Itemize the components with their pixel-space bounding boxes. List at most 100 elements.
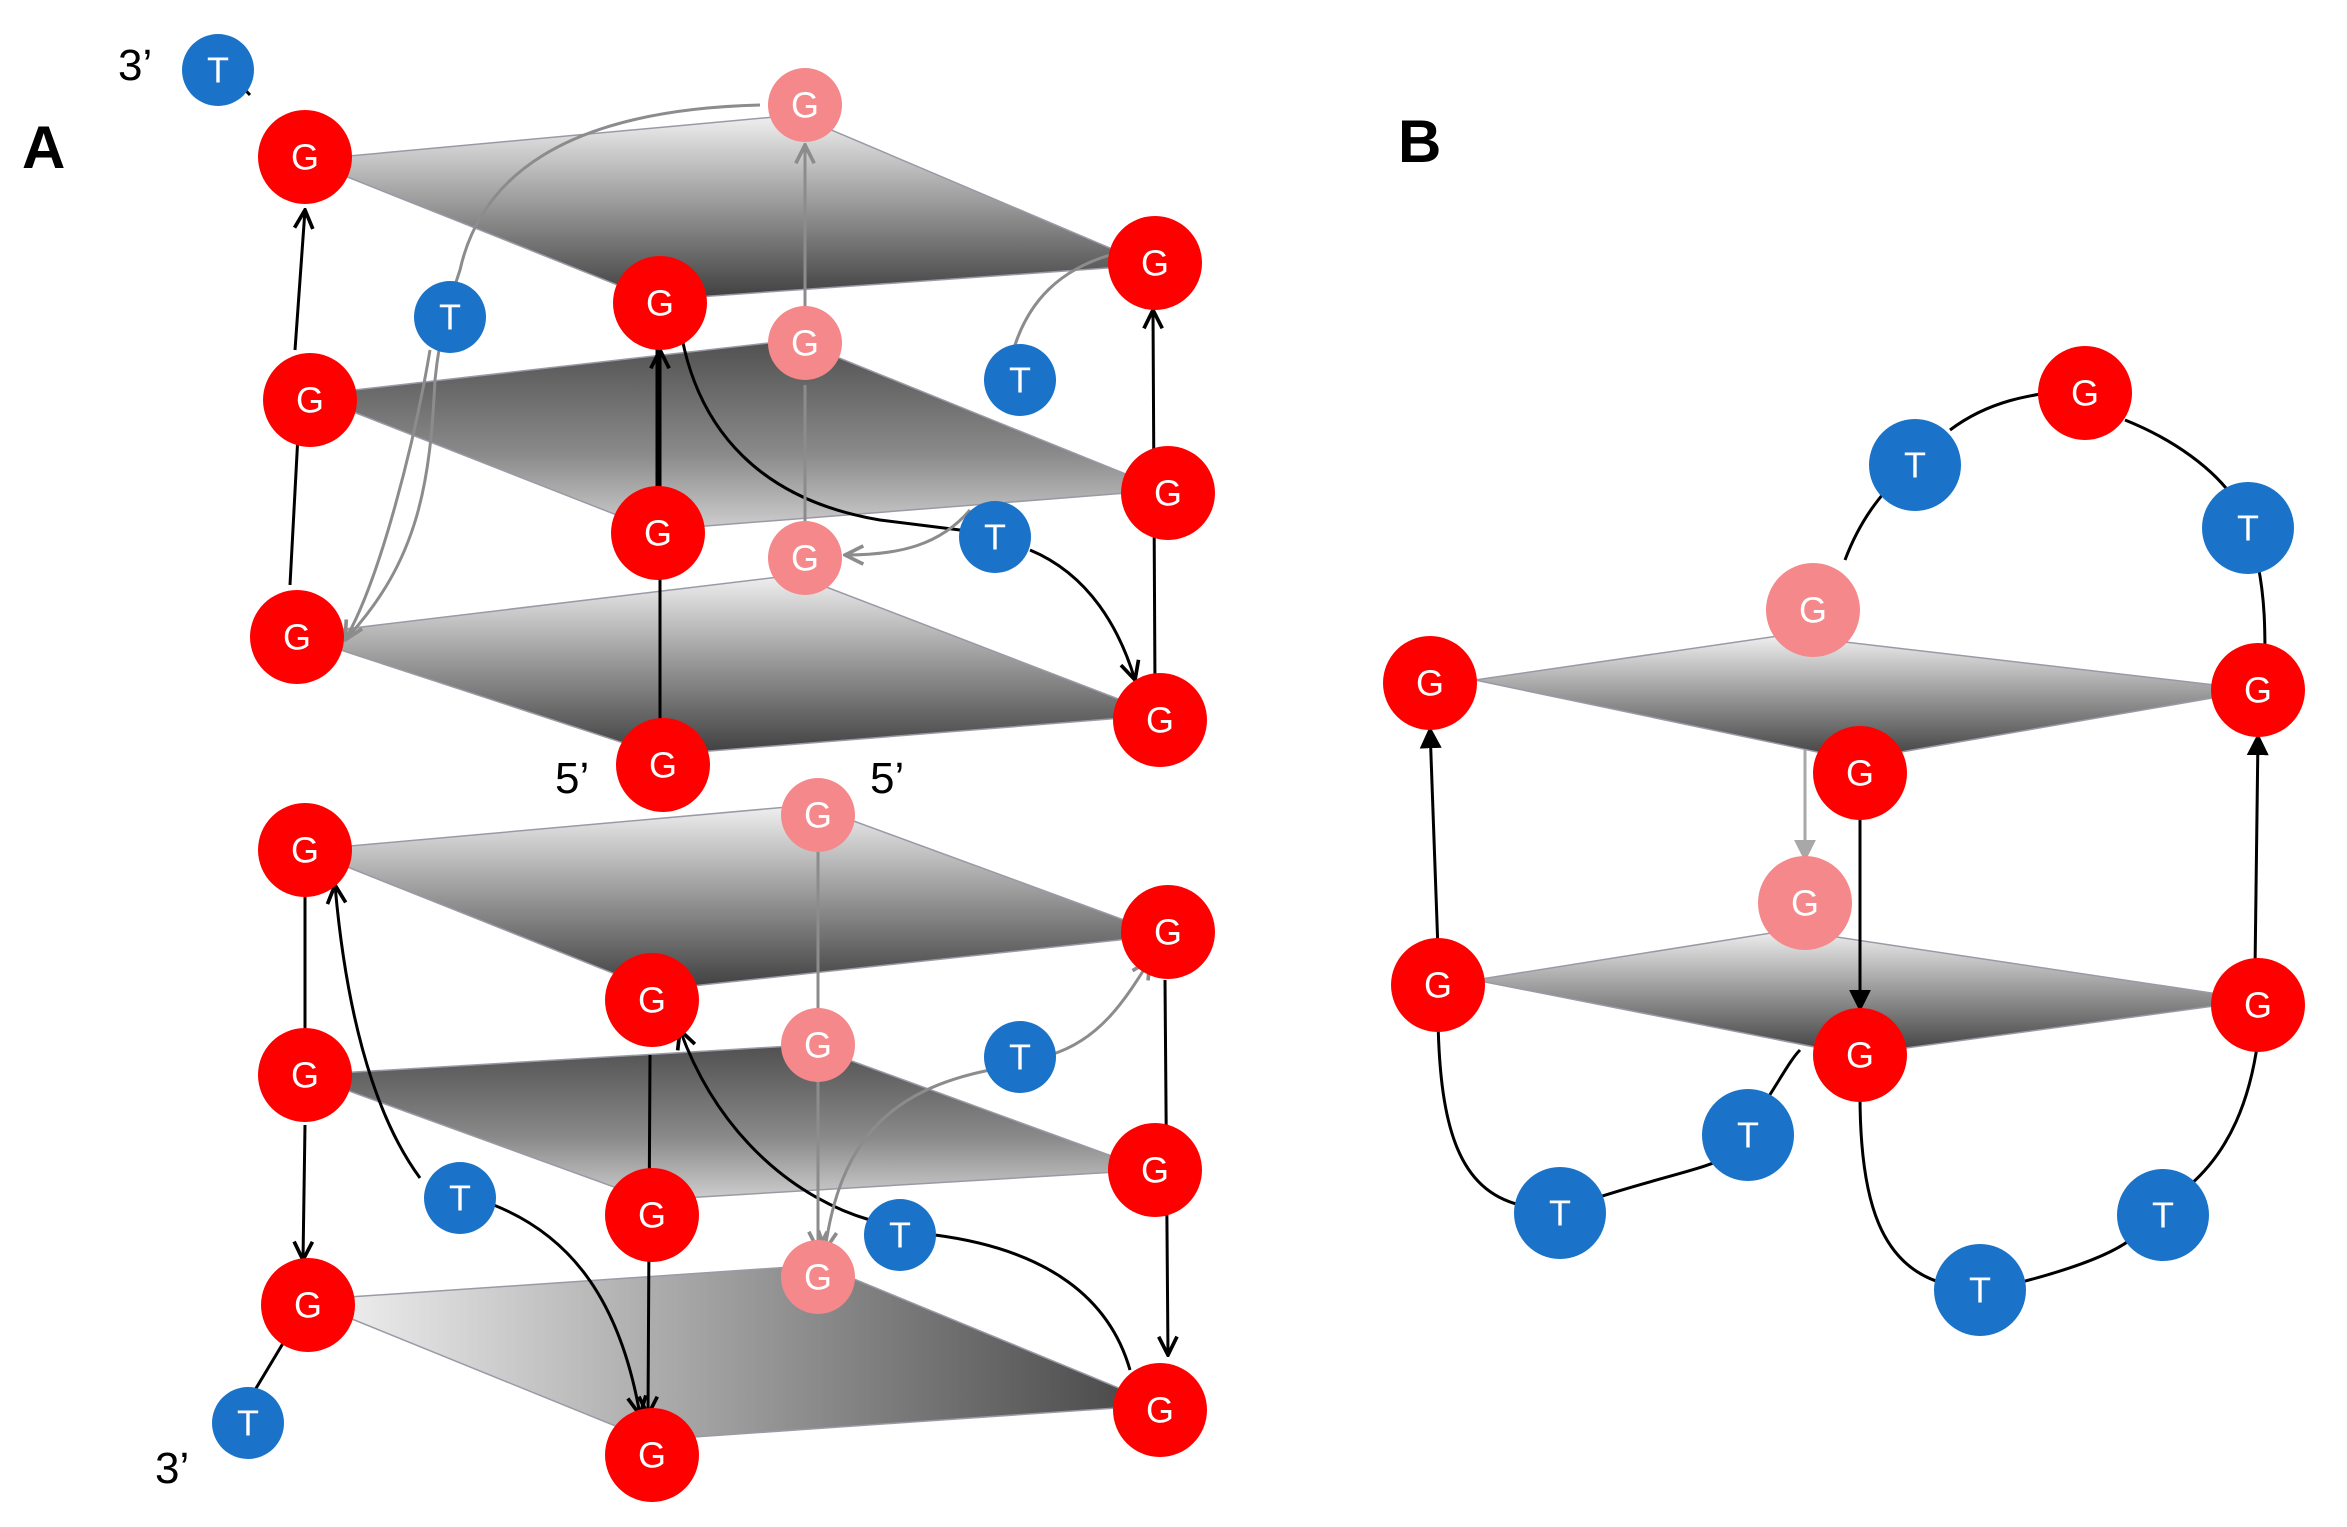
svg-text:T: T xyxy=(1904,445,1926,486)
thymine-node: T xyxy=(1702,1089,1794,1181)
svg-text:G: G xyxy=(804,1257,832,1298)
guanine-node: G xyxy=(613,256,707,350)
svg-text:T: T xyxy=(449,1178,471,1219)
svg-text:T: T xyxy=(889,1215,911,1256)
guanine-node: G xyxy=(2211,643,2305,737)
backbone-strand xyxy=(303,1124,305,1260)
guanine-node: G xyxy=(605,1168,699,1262)
guanine-node-faded: G xyxy=(781,1240,855,1314)
svg-text:G: G xyxy=(1799,590,1827,631)
backbone-strand xyxy=(680,1030,871,1222)
guanine-node: G xyxy=(250,590,344,684)
svg-text:G: G xyxy=(1846,1035,1874,1076)
thymine-node: T xyxy=(424,1162,496,1234)
svg-text:G: G xyxy=(638,1195,666,1236)
svg-text:G: G xyxy=(294,1285,322,1326)
guanine-node: G xyxy=(1121,885,1215,979)
svg-text:T: T xyxy=(237,1403,259,1444)
backbone-strand xyxy=(1419,726,1442,951)
guanine-node-faded: G xyxy=(768,521,842,595)
thymine-node: T xyxy=(1934,1244,2026,1336)
svg-text:G: G xyxy=(791,323,819,364)
five-prime-end-label: 5’ xyxy=(870,754,904,803)
guanine-node-faded: G xyxy=(781,778,855,852)
svg-text:G: G xyxy=(2071,373,2099,414)
five-prime-end-label: 5’ xyxy=(555,754,589,803)
guanine-node-faded: G xyxy=(768,68,842,142)
backbone-strand xyxy=(1436,1019,1531,1210)
svg-text:G: G xyxy=(1791,883,1819,924)
backbone-strand xyxy=(295,210,305,351)
backbone-strand xyxy=(345,349,432,640)
panel-a-nodes: T G G G T G G T G G G T G G G G G G G G … xyxy=(182,34,1215,1502)
backbone-strand xyxy=(479,1198,640,1415)
svg-text:G: G xyxy=(1154,912,1182,953)
guanine-node: G xyxy=(2211,958,2305,1052)
svg-text:T: T xyxy=(984,517,1006,558)
svg-text:G: G xyxy=(804,795,832,836)
guanine-node: G xyxy=(1113,1363,1207,1457)
guanine-node: G xyxy=(1108,216,1202,310)
svg-text:T: T xyxy=(1737,1115,1759,1156)
thymine-node: T xyxy=(959,501,1031,573)
thymine-node: T xyxy=(2117,1169,2209,1261)
panel-b-backbone xyxy=(1419,388,2269,1287)
guanine-node: G xyxy=(616,718,710,812)
thymine-node: T xyxy=(864,1199,936,1271)
panel-b-nodes: G T T G G G G G G G G T T T T xyxy=(1383,346,2305,1336)
svg-text:T: T xyxy=(439,297,461,338)
backbone-strand xyxy=(335,885,422,1179)
svg-text:G: G xyxy=(791,538,819,579)
svg-text:G: G xyxy=(1146,1390,1174,1431)
guanine-node-faded: G xyxy=(1766,563,1860,657)
svg-text:G: G xyxy=(649,745,677,786)
thymine-node: T xyxy=(1514,1167,1606,1259)
svg-text:G: G xyxy=(296,380,324,421)
backbone-strand xyxy=(2009,1238,2131,1287)
panel-label-b: B xyxy=(1398,108,1441,175)
guanine-node: G xyxy=(263,353,357,447)
svg-text:G: G xyxy=(2244,985,2272,1026)
svg-text:T: T xyxy=(1009,1037,1031,1078)
guanine-node: G xyxy=(258,803,352,897)
thymine-node: T xyxy=(984,1021,1056,1093)
guanine-node-faded: G xyxy=(1758,856,1852,950)
backbone-strand xyxy=(825,1068,991,1250)
guanine-node: G xyxy=(611,486,705,580)
backbone-strand xyxy=(1029,548,1135,680)
svg-text:G: G xyxy=(638,1435,666,1476)
guanine-node: G xyxy=(1391,938,1485,1032)
thymine-node: T xyxy=(182,34,254,106)
svg-text:G: G xyxy=(1846,753,1874,794)
guanine-node: G xyxy=(2038,346,2132,440)
backbone-strand xyxy=(845,509,972,555)
backbone-strand xyxy=(2124,418,2237,501)
svg-text:G: G xyxy=(791,85,819,126)
svg-text:T: T xyxy=(2237,508,2259,549)
three-prime-end-label: 3’ xyxy=(118,41,152,90)
guanine-node: G xyxy=(1813,726,1907,820)
backbone-strand xyxy=(1858,1094,1951,1287)
panel-a-planes xyxy=(294,114,1166,1441)
thymine-node: T xyxy=(2202,482,2294,574)
thymine-node: T xyxy=(212,1387,284,1459)
guanine-node: G xyxy=(258,1028,352,1122)
backbone-strand xyxy=(2189,1039,2260,1187)
svg-text:G: G xyxy=(283,617,311,658)
guanine-node: G xyxy=(1121,446,1215,540)
panel-label-a: A xyxy=(22,114,65,181)
svg-text:G: G xyxy=(291,830,319,871)
svg-text:G: G xyxy=(638,980,666,1021)
svg-text:G: G xyxy=(1141,1150,1169,1191)
guanine-node: G xyxy=(605,953,699,1047)
guanine-node: G xyxy=(258,110,352,204)
guanine-node-faded: G xyxy=(768,306,842,380)
svg-text:G: G xyxy=(291,137,319,178)
thymine-node: T xyxy=(1869,419,1961,511)
svg-text:G: G xyxy=(1154,473,1182,514)
backbone-strand xyxy=(2246,733,2269,971)
svg-text:T: T xyxy=(1009,360,1031,401)
backbone-strand xyxy=(1589,1158,1721,1202)
svg-text:G: G xyxy=(2244,670,2272,711)
